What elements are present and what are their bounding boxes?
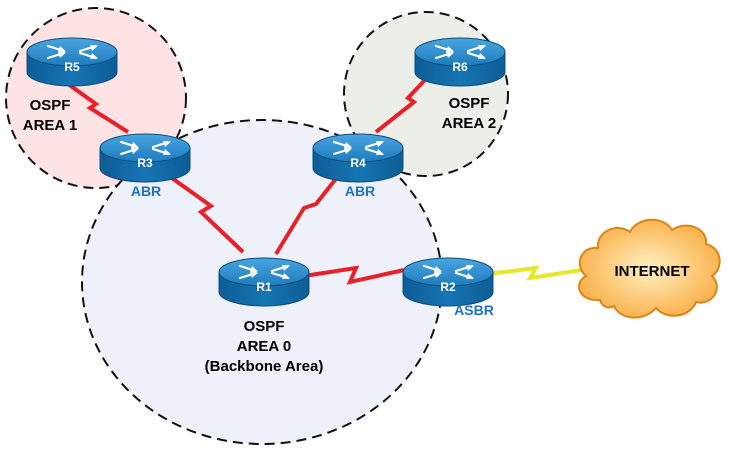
router-top [218,257,310,287]
area-1-label-line2: AREA 1 [23,117,77,134]
router-r2[interactable] [402,257,494,307]
router-r2-role: ASBR [454,302,494,318]
internet-label: INTERNET [615,263,690,280]
router-r4[interactable] [312,133,404,183]
router-r5-name: R5 [64,60,80,74]
link-r3-r1 [153,164,245,254]
router-r3-role: ABR [131,183,161,199]
router-top [26,37,118,67]
router-arrowheads [434,265,474,279]
router-r3-name: R3 [137,156,153,170]
cloud-icon [578,218,721,319]
area-0-label-line1: OSPF [244,318,285,335]
router-arrowheads [446,45,486,59]
area-0-label-line2: AREA 0 [237,338,291,355]
link-r5-r3 [66,82,130,134]
router-top [414,37,506,67]
router-arrowheads [344,141,384,155]
area-0-label-line3: (Backbone Area) [205,358,324,375]
internet-cloud[interactable]: INTERNET [578,218,721,319]
router-arrowheads [250,265,290,279]
router-r4-role: ABR [345,183,375,199]
area-2-label-line2: AREA 2 [442,115,496,132]
area-2-label-line1: OSPF [449,95,490,112]
router-r2-name: R2 [440,280,456,294]
link-r1-r2 [303,265,405,285]
router-arrowheads [58,45,98,59]
link-r6-r4 [374,64,440,134]
router-r1[interactable] [218,257,310,307]
link-r2-internet [487,265,583,281]
router-top [312,133,404,163]
router-top [99,133,191,163]
router-r6-name: R6 [452,60,468,74]
router-arrowheads [131,141,171,155]
area-1-label-line1: OSPF [30,97,71,114]
router-r1-name: R1 [256,280,272,294]
routers [26,37,506,307]
router-r5[interactable] [26,37,118,87]
router-r3[interactable] [99,133,191,183]
router-r6[interactable] [414,37,506,87]
links [66,64,583,285]
router-top [402,257,494,287]
link-r4-r1 [274,164,348,256]
router-r4-name: R4 [350,156,366,170]
